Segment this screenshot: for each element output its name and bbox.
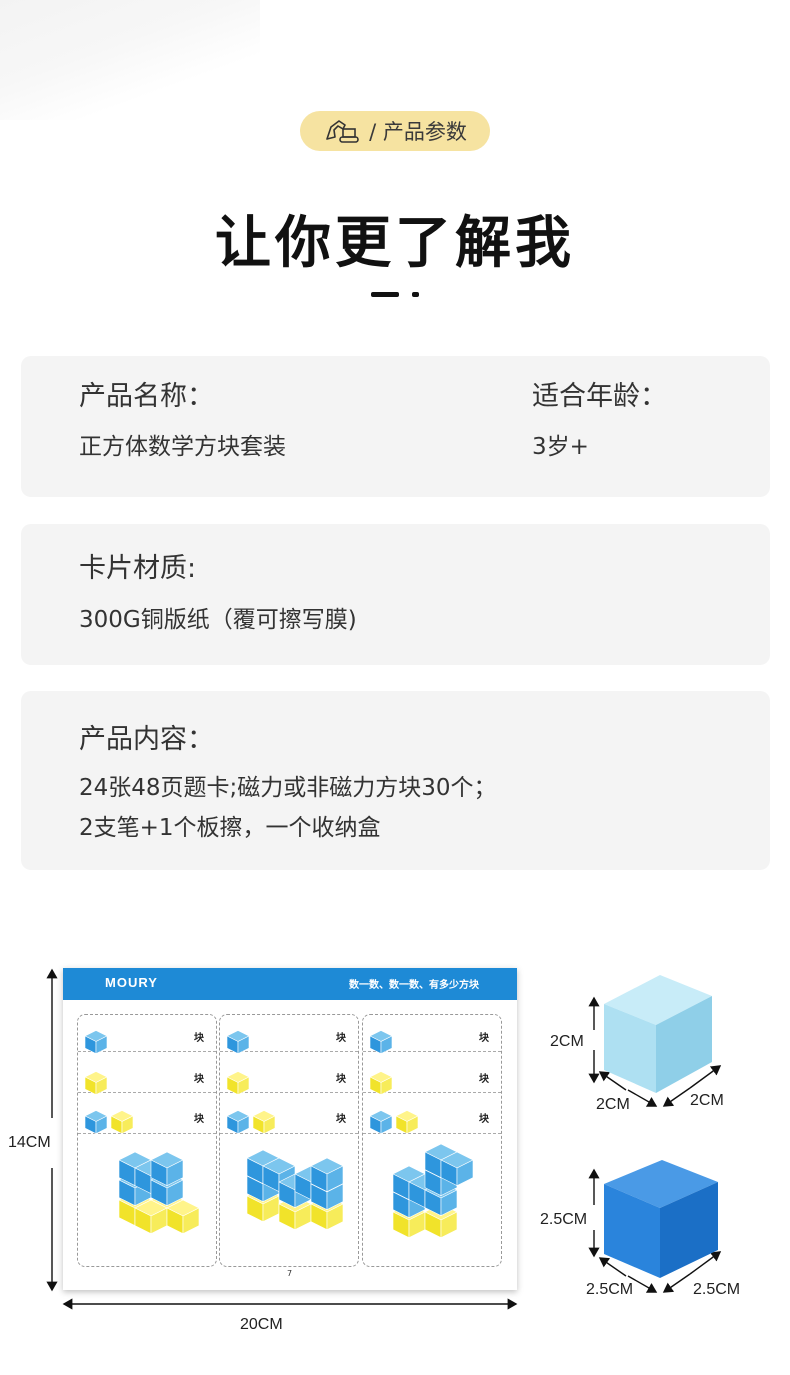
spec-card-content: 产品内容： 24张48页题卡;磁力或非磁力方块30个； 2支笔+1个板擦，一个收… — [21, 691, 770, 870]
stacked-cubes-figure-2 — [310, 1157, 344, 1193]
sheet-height-label: 14CM — [8, 1134, 51, 1151]
spec-card-name-age: 产品名称： 正方体数学方块套装 适合年龄： 3岁+ — [21, 356, 770, 497]
blue-cube-icon — [84, 1030, 108, 1055]
yellow-cube-icon — [110, 1110, 134, 1135]
content-label: 产品内容： — [79, 724, 214, 755]
title-underline — [371, 292, 399, 297]
stacked-cubes-figure-1 — [166, 1199, 200, 1235]
content-line-1: 24张48页题卡;磁力或非磁力方块30个； — [79, 775, 497, 801]
product-name-label: 产品名称： — [79, 381, 214, 412]
worksheet-cube-illustrations — [84, 1030, 474, 1239]
unit-label: 块 — [194, 1114, 204, 1125]
small-cube-image — [604, 975, 712, 1093]
material-label: 卡片材质: — [79, 553, 197, 584]
yellow-cube-icon — [395, 1110, 419, 1135]
spec-card-material: 卡片材质: 300G铜版纸（覆可擦写膜) — [21, 524, 770, 665]
worksheet-panel-2: 块 块 块 — [219, 1014, 359, 1267]
large-cube-image — [604, 1160, 718, 1278]
stacked-cubes-figure-3 — [440, 1151, 474, 1187]
worksheet-slogan: 数一数、数一数、有多少方块 — [349, 980, 479, 991]
stacked-cubes-figure-1 — [150, 1151, 184, 1187]
yellow-cube-icon — [252, 1110, 276, 1135]
unit-label: 块 — [194, 1033, 204, 1044]
yellow-cube-icon — [84, 1071, 108, 1096]
small-cube-depth-label: 2CM — [690, 1092, 724, 1109]
large-cube-height-label: 2.5CM — [540, 1211, 588, 1228]
yellow-cube-icon — [226, 1071, 250, 1096]
unit-label: 块 — [194, 1074, 204, 1085]
blue-cube-icon — [84, 1110, 108, 1135]
blue-cube-icon — [226, 1110, 250, 1135]
worksheet-panel-3: 块 块 块 — [362, 1014, 502, 1267]
material-value: 300G铜版纸（覆可擦写膜) — [79, 607, 357, 633]
section-badge: / 产品参数 — [300, 111, 490, 151]
small-cube-height-label: 2CM — [550, 1033, 584, 1050]
large-cube-width-label: 2.5CM — [586, 1281, 634, 1298]
unit-label: 块 — [479, 1114, 489, 1125]
corner-decoration — [0, 0, 260, 120]
blue-cube-icon — [369, 1110, 393, 1135]
worksheet-card: MOURY 数一数、数一数、有多少方块 块 块 块 块 块 块 块 块 块 7 — [63, 968, 517, 1290]
yellow-cube-icon — [369, 1071, 393, 1096]
title-underline-dot — [412, 292, 419, 297]
unit-label: 块 — [336, 1114, 346, 1125]
stacked-cubes-figure-1 — [134, 1199, 168, 1235]
unit-label: 块 — [479, 1033, 489, 1044]
unit-label: 块 — [336, 1033, 346, 1044]
blue-cube-icon — [226, 1030, 250, 1055]
badge-text: / 产品参数 — [369, 120, 467, 144]
page-title: 让你更了解我 — [215, 211, 575, 276]
excavator-icon — [326, 120, 359, 143]
unit-label: 块 — [336, 1074, 346, 1085]
worksheet-header-bar: MOURY 数一数、数一数、有多少方块 — [63, 968, 517, 1000]
product-name-value: 正方体数学方块套装 — [79, 434, 286, 460]
small-cube-width-label: 2CM — [596, 1096, 630, 1113]
age-label: 适合年龄： — [532, 381, 667, 412]
large-cube-depth-label: 2.5CM — [693, 1281, 741, 1298]
unit-label: 块 — [479, 1074, 489, 1085]
worksheet-panel-1: 块 块 块 — [77, 1014, 217, 1267]
blue-cube-icon — [369, 1030, 393, 1055]
age-value: 3岁+ — [532, 434, 589, 460]
page-number: 7 — [287, 1269, 293, 1278]
content-line-2: 2支笔+1个板擦，一个收纳盒 — [79, 815, 381, 841]
brand-logo: MOURY — [105, 975, 158, 990]
sheet-width-label: 20CM — [240, 1316, 283, 1333]
